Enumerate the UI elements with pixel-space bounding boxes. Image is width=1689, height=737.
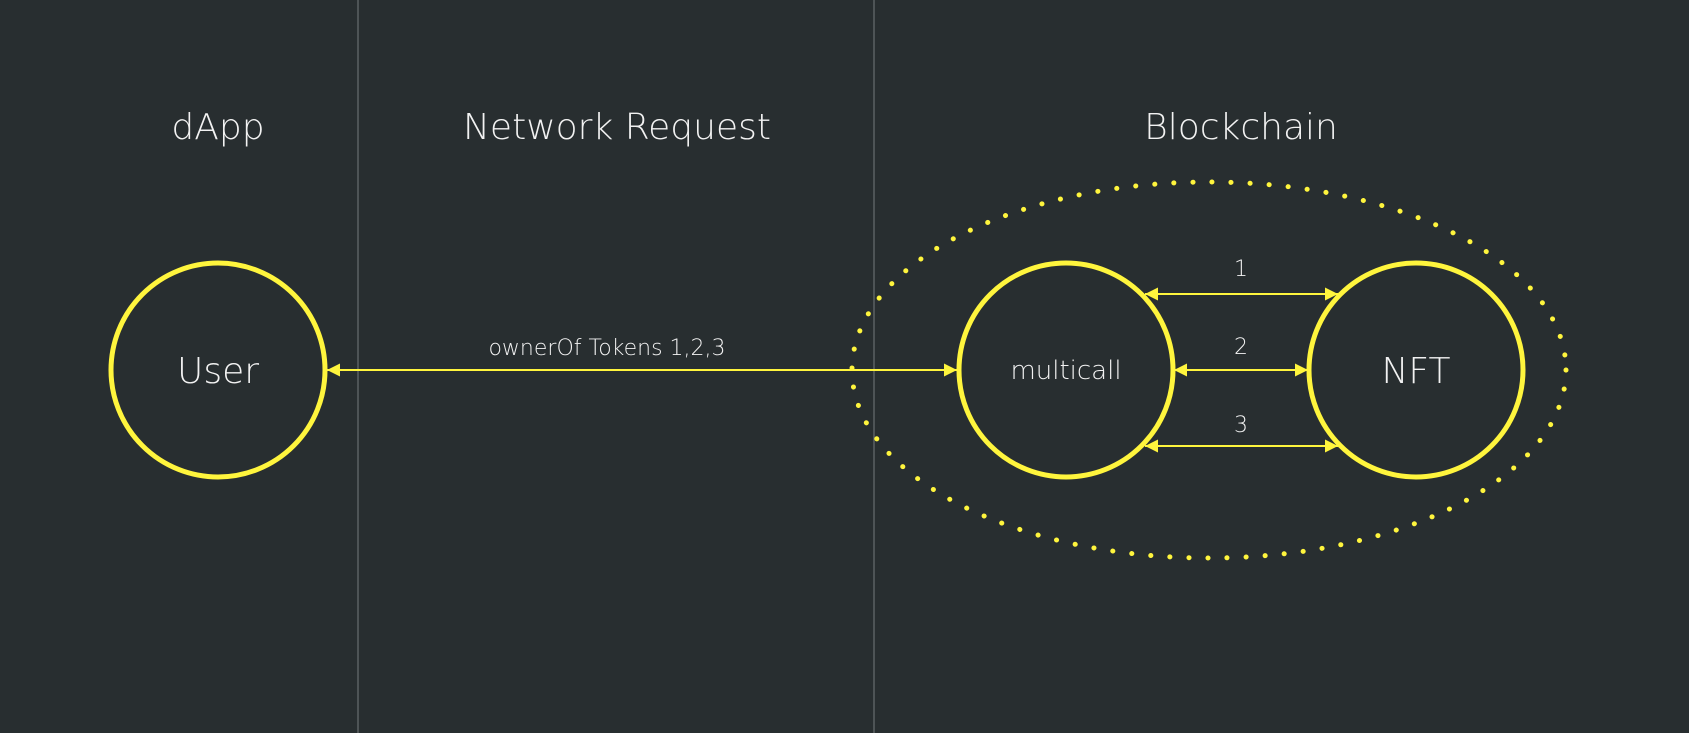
column-title-dapp: dApp <box>171 107 264 148</box>
multicall-node-label: multicall <box>1010 356 1121 386</box>
call-arrow-3-label: 3 <box>1234 413 1248 438</box>
column-title-blockchain: Blockchain <box>1144 107 1338 148</box>
multicall-node <box>956 260 1176 480</box>
nft-node-label: NFT <box>1382 351 1451 392</box>
call-arrow-1-label: 1 <box>1234 257 1248 282</box>
request-arrow-label: ownerOf Tokens 1,2,3 <box>488 336 725 361</box>
column-title-network-request: Network Request <box>463 107 771 148</box>
call-arrow-2-label: 2 <box>1234 335 1248 360</box>
user-node <box>108 260 328 480</box>
nft-node <box>1306 260 1526 480</box>
user-node-label: User <box>177 351 259 392</box>
